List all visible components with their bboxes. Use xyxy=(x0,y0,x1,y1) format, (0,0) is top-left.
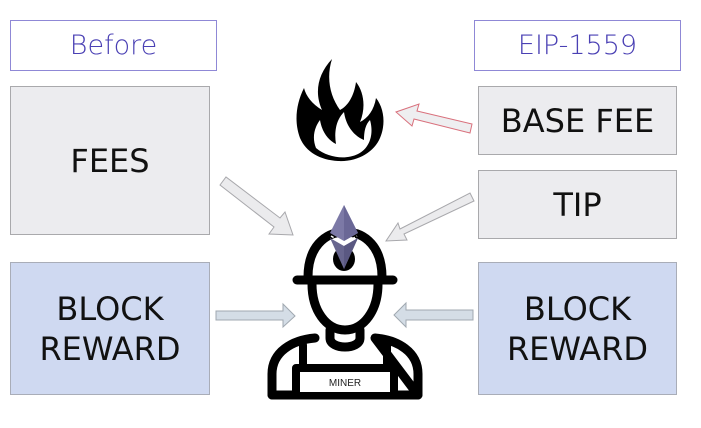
burn-arrow xyxy=(395,103,473,134)
block-reward-left-arrow xyxy=(215,302,296,329)
before-header-label: Before xyxy=(69,30,158,61)
block-reward-line2: REWARD xyxy=(506,329,649,368)
ethereum-logo-icon xyxy=(330,205,358,271)
block-reward-eip-box: BLOCK REWARD xyxy=(478,262,677,395)
fees-label: FEES xyxy=(70,141,150,180)
tip-box: TIP xyxy=(478,170,677,239)
block-reward-before-box: BLOCK REWARD xyxy=(10,262,210,395)
block-reward-right-arrow xyxy=(393,301,474,329)
miner-badge xyxy=(300,372,390,392)
eip-header-label: EIP-1559 xyxy=(517,30,638,61)
fees-box: FEES xyxy=(10,86,210,235)
block-reward-line1: BLOCK xyxy=(523,289,632,328)
tip-arrow xyxy=(385,192,475,242)
miner-label: MINER xyxy=(329,378,361,389)
block-reward-line1: BLOCK xyxy=(56,289,164,328)
base-fee-label: BASE FEE xyxy=(500,101,655,140)
before-header: Before xyxy=(10,20,217,71)
tip-label: TIP xyxy=(553,185,602,224)
miner-icon xyxy=(267,227,423,400)
block-reward-line2: REWARD xyxy=(39,329,181,368)
base-fee-box: BASE FEE xyxy=(478,86,677,155)
eip-1559-header: EIP-1559 xyxy=(474,20,681,71)
fees-arrow xyxy=(219,176,294,236)
fire-icon xyxy=(296,59,384,162)
